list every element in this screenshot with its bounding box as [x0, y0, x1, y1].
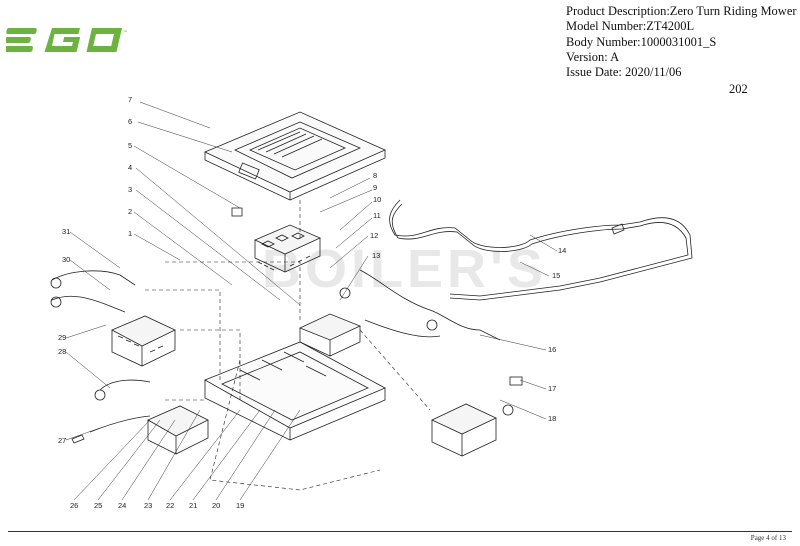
callout-13: 13 [372, 251, 380, 260]
callout-31: 31 [62, 227, 70, 236]
callout-9: 9 [373, 183, 377, 192]
callout-3: 3 [128, 185, 132, 194]
page-label: Page 4 of 13 [750, 534, 786, 542]
callout-2: 2 [128, 207, 132, 216]
model-number: Model Number:ZT4200L [566, 19, 695, 34]
callout-27: 27 [58, 436, 66, 445]
callout-12: 12 [370, 231, 378, 240]
callout-10: 10 [373, 195, 381, 204]
body-number: Body Number:1000031001_S [566, 34, 717, 49]
callout-11: 11 [373, 211, 381, 220]
watermark: BOILER'S [262, 239, 547, 299]
callout-30: 30 [62, 255, 70, 264]
svg-text:™: ™ [123, 29, 127, 34]
callout-23: 23 [144, 501, 152, 510]
callout-1: 1 [128, 229, 132, 238]
callout-7: 7 [128, 95, 132, 104]
callout-28: 28 [58, 347, 66, 356]
callout-17: 17 [548, 384, 556, 393]
issue-date: Issue Date: 2020/11/06 [566, 65, 682, 80]
callout-21: 21 [189, 501, 197, 510]
footer-divider [8, 531, 792, 532]
callout-25: 25 [94, 501, 102, 510]
section-number: 202 [729, 82, 748, 96]
callout-26: 26 [70, 501, 78, 510]
ego-logo: ™ [6, 28, 127, 52]
callout-15: 15 [552, 271, 560, 280]
callout-4: 4 [128, 163, 132, 172]
document-info: Product Description:Zero Turn Riding Mow… [566, 4, 797, 80]
callout-29: 29 [58, 333, 66, 342]
callout-numbers: 1 2 3 4 5 6 7 8 9 10 11 12 13 14 15 16 1… [58, 95, 566, 510]
callout-8: 8 [373, 171, 377, 180]
callout-5: 5 [128, 141, 132, 150]
product-description: Product Description:Zero Turn Riding Mow… [566, 4, 797, 18]
callout-24: 24 [118, 501, 126, 510]
callout-16: 16 [548, 345, 556, 354]
callout-18: 18 [548, 414, 556, 423]
version: Version: A [566, 49, 620, 64]
callout-19: 19 [236, 501, 244, 510]
callout-6: 6 [128, 117, 132, 126]
callout-20: 20 [212, 501, 220, 510]
callout-14: 14 [558, 246, 566, 255]
callout-22: 22 [166, 501, 174, 510]
